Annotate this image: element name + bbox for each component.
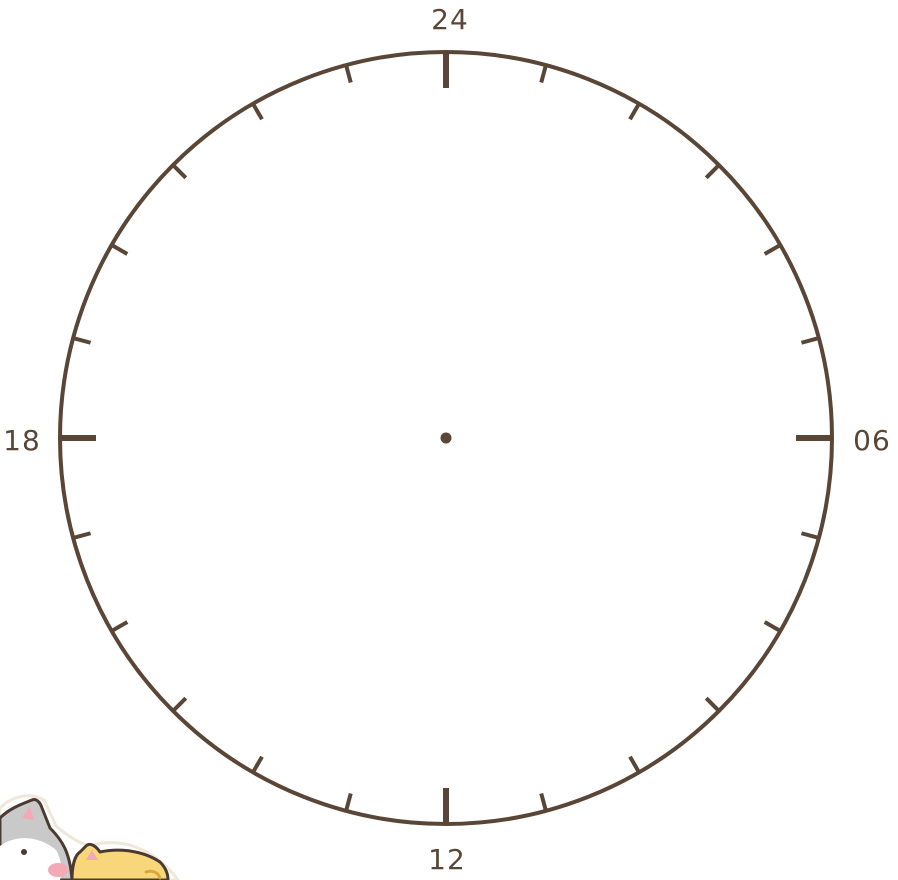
minor-tick xyxy=(112,245,128,254)
minor-tick xyxy=(541,793,546,810)
minor-tick xyxy=(253,104,262,120)
minor-tick xyxy=(73,338,90,343)
hour-label-top: 24 xyxy=(431,3,469,36)
minor-tick xyxy=(541,65,546,82)
hour-label-left: 18 xyxy=(3,424,41,457)
center-dot xyxy=(441,433,452,444)
minor-tick xyxy=(765,622,781,631)
minor-tick xyxy=(706,698,719,711)
minor-tick xyxy=(112,622,128,631)
minor-tick xyxy=(173,698,186,711)
minor-tick xyxy=(801,338,818,343)
minor-tick xyxy=(765,245,781,254)
minor-tick xyxy=(706,165,719,178)
hour-label-right: 06 xyxy=(853,424,891,457)
minor-tick xyxy=(346,793,351,810)
minor-tick xyxy=(346,65,351,82)
minor-tick xyxy=(73,533,90,538)
minor-tick xyxy=(630,104,639,120)
minor-tick xyxy=(630,757,639,773)
minor-tick xyxy=(253,757,262,773)
minor-tick xyxy=(173,165,186,178)
minor-tick xyxy=(801,533,818,538)
hour-label-bottom: 12 xyxy=(428,843,466,876)
cats-sticker-icon xyxy=(0,796,178,880)
